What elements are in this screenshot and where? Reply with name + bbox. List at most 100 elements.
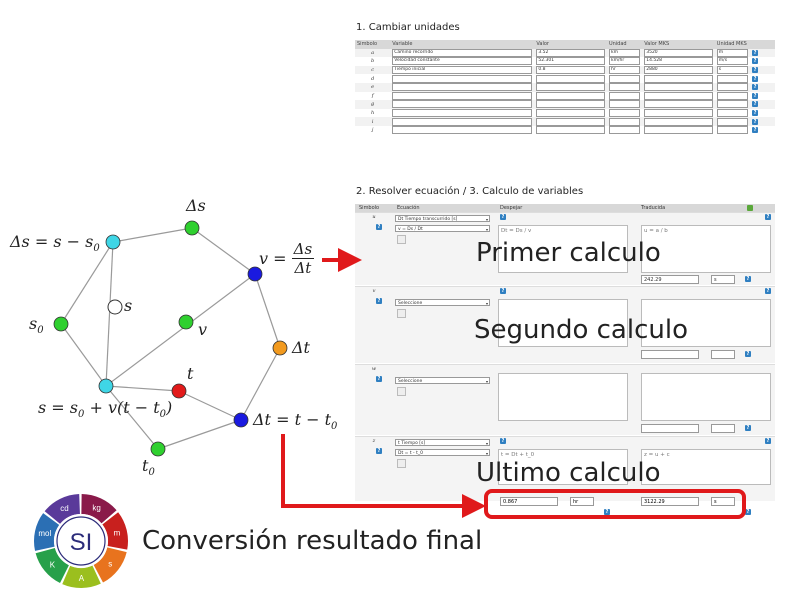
unidad-input[interactable]	[608, 126, 641, 135]
equation-option-button[interactable]	[397, 309, 406, 318]
unidad-mks-input[interactable]	[716, 126, 749, 135]
unidad-input[interactable]	[608, 74, 641, 83]
label-t: t	[187, 364, 194, 383]
help-icon[interactable]: ?	[752, 75, 759, 82]
valor-mks-input[interactable]: 3520	[644, 48, 713, 57]
despejar-textarea[interactable]	[498, 373, 628, 421]
valor-input[interactable]	[536, 91, 605, 100]
valor-input[interactable]	[536, 109, 605, 118]
help-icon[interactable]: ?	[752, 110, 759, 117]
valor-mks-input[interactable]	[644, 117, 713, 126]
unidad-input[interactable]	[608, 117, 641, 126]
unidad-mks-input[interactable]	[716, 83, 749, 92]
help-icon[interactable]: ?	[376, 224, 382, 230]
unidad-input[interactable]: km	[608, 48, 641, 57]
help-icon[interactable]: ?	[765, 288, 771, 294]
result-unit-input[interactable]	[711, 350, 735, 359]
valor-mks-input[interactable]	[644, 83, 713, 92]
label-t0: t0	[142, 456, 155, 479]
unidad-input[interactable]: hr	[608, 66, 641, 75]
help-icon[interactable]: ?	[745, 425, 751, 431]
equation-select[interactable]: v = Ds / Dt▾	[395, 225, 490, 232]
valor-input[interactable]	[536, 83, 605, 92]
result-unit-input[interactable]	[711, 424, 735, 433]
help-icon[interactable]: ?	[745, 276, 751, 282]
variable-input[interactable]	[392, 109, 533, 118]
result-value-input[interactable]	[641, 350, 699, 359]
despejar-textarea[interactable]: Dt = Ds / v	[498, 225, 628, 273]
help-icon[interactable]: ?	[752, 67, 759, 74]
help-icon[interactable]: ?	[752, 84, 759, 91]
units-row: e?	[355, 82, 775, 92]
help-icon[interactable]: ?	[500, 214, 506, 220]
valor-mks-input[interactable]	[644, 126, 713, 135]
valor-input[interactable]: 52.301	[536, 57, 605, 66]
traducida-textarea[interactable]: z = u + c	[641, 449, 771, 485]
help-icon[interactable]: ?	[745, 509, 751, 515]
help-icon[interactable]: ?	[752, 92, 759, 99]
unidad-input[interactable]	[608, 109, 641, 118]
valor-input[interactable]: 3.52	[536, 48, 605, 57]
valor-input[interactable]	[536, 74, 605, 83]
despejar-textarea[interactable]: t = Dt + t_0	[498, 449, 628, 485]
traducida-textarea[interactable]	[641, 299, 771, 347]
traducida-textarea[interactable]: u = a / b	[641, 225, 771, 273]
valor-mks-input[interactable]: 14.528	[644, 57, 713, 66]
traducida-textarea[interactable]	[641, 373, 771, 421]
valor-input[interactable]: 0.8	[536, 66, 605, 75]
unidad-input[interactable]	[608, 83, 641, 92]
segundo-calculo-label: Segundo calculo	[474, 315, 688, 345]
help-icon[interactable]: ?	[765, 214, 771, 220]
unidad-input[interactable]	[608, 91, 641, 100]
result-value-input[interactable]	[641, 424, 699, 433]
unidad-mks-input[interactable]: s	[716, 66, 749, 75]
valor-mks-input[interactable]	[644, 109, 713, 118]
variable-select[interactable]: Dt Tiempo transcurrido [s]▾	[395, 215, 490, 222]
variable-input[interactable]: Camino recorrido	[392, 48, 533, 57]
help-icon[interactable]: ?	[376, 376, 382, 382]
valor-input[interactable]	[536, 117, 605, 126]
col-unidad-mks: Unidad MKS	[714, 40, 751, 49]
unidad-mks-input[interactable]: m/s	[716, 57, 749, 66]
help-icon[interactable]: ?	[500, 438, 506, 444]
unidad-mks-input[interactable]: m	[716, 48, 749, 57]
variable-input[interactable]	[392, 91, 533, 100]
variable-input[interactable]: Velocidad constante	[392, 57, 533, 66]
result-value-input[interactable]: 242.29	[641, 275, 699, 284]
variable-input[interactable]	[392, 126, 533, 135]
equation-select[interactable]: Seleccione▾	[395, 377, 490, 384]
equation-option-button[interactable]	[397, 235, 406, 244]
help-icon[interactable]: ?	[376, 298, 382, 304]
valor-mks-input[interactable]: 2880	[644, 66, 713, 75]
valor-mks-input[interactable]	[644, 91, 713, 100]
help-icon[interactable]: ?	[752, 118, 759, 125]
unidad-mks-input[interactable]	[716, 109, 749, 118]
variable-input[interactable]	[392, 117, 533, 126]
unidad-mks-input[interactable]	[716, 117, 749, 126]
si-logo-unit: K	[50, 560, 56, 569]
help-icon[interactable]: ?	[745, 351, 751, 357]
help-icon[interactable]: ?	[752, 58, 759, 65]
variable-input[interactable]	[392, 100, 533, 109]
unidad-input[interactable]: km/hr	[608, 57, 641, 66]
help-icon[interactable]: ?	[500, 288, 506, 294]
equation-select[interactable]: Seleccione▾	[395, 299, 490, 306]
result-unit-input[interactable]: s	[711, 275, 735, 284]
despejar-textarea[interactable]	[498, 299, 628, 347]
help-icon[interactable]: ?	[765, 438, 771, 444]
valor-input[interactable]	[536, 100, 605, 109]
valor-mks-input[interactable]	[644, 100, 713, 109]
variable-input[interactable]: Tiempo inicial	[392, 66, 533, 75]
unidad-mks-input[interactable]	[716, 74, 749, 83]
variable-input[interactable]	[392, 74, 533, 83]
equation-option-button[interactable]	[397, 387, 406, 396]
help-icon[interactable]: ?	[752, 49, 759, 56]
unidad-mks-input[interactable]	[716, 91, 749, 100]
variable-input[interactable]	[392, 83, 533, 92]
help-icon[interactable]: ?	[752, 101, 759, 108]
unidad-mks-input[interactable]	[716, 100, 749, 109]
unidad-input[interactable]	[608, 100, 641, 109]
help-icon[interactable]: ?	[752, 127, 759, 134]
valor-input[interactable]	[536, 126, 605, 135]
valor-mks-input[interactable]	[644, 74, 713, 83]
